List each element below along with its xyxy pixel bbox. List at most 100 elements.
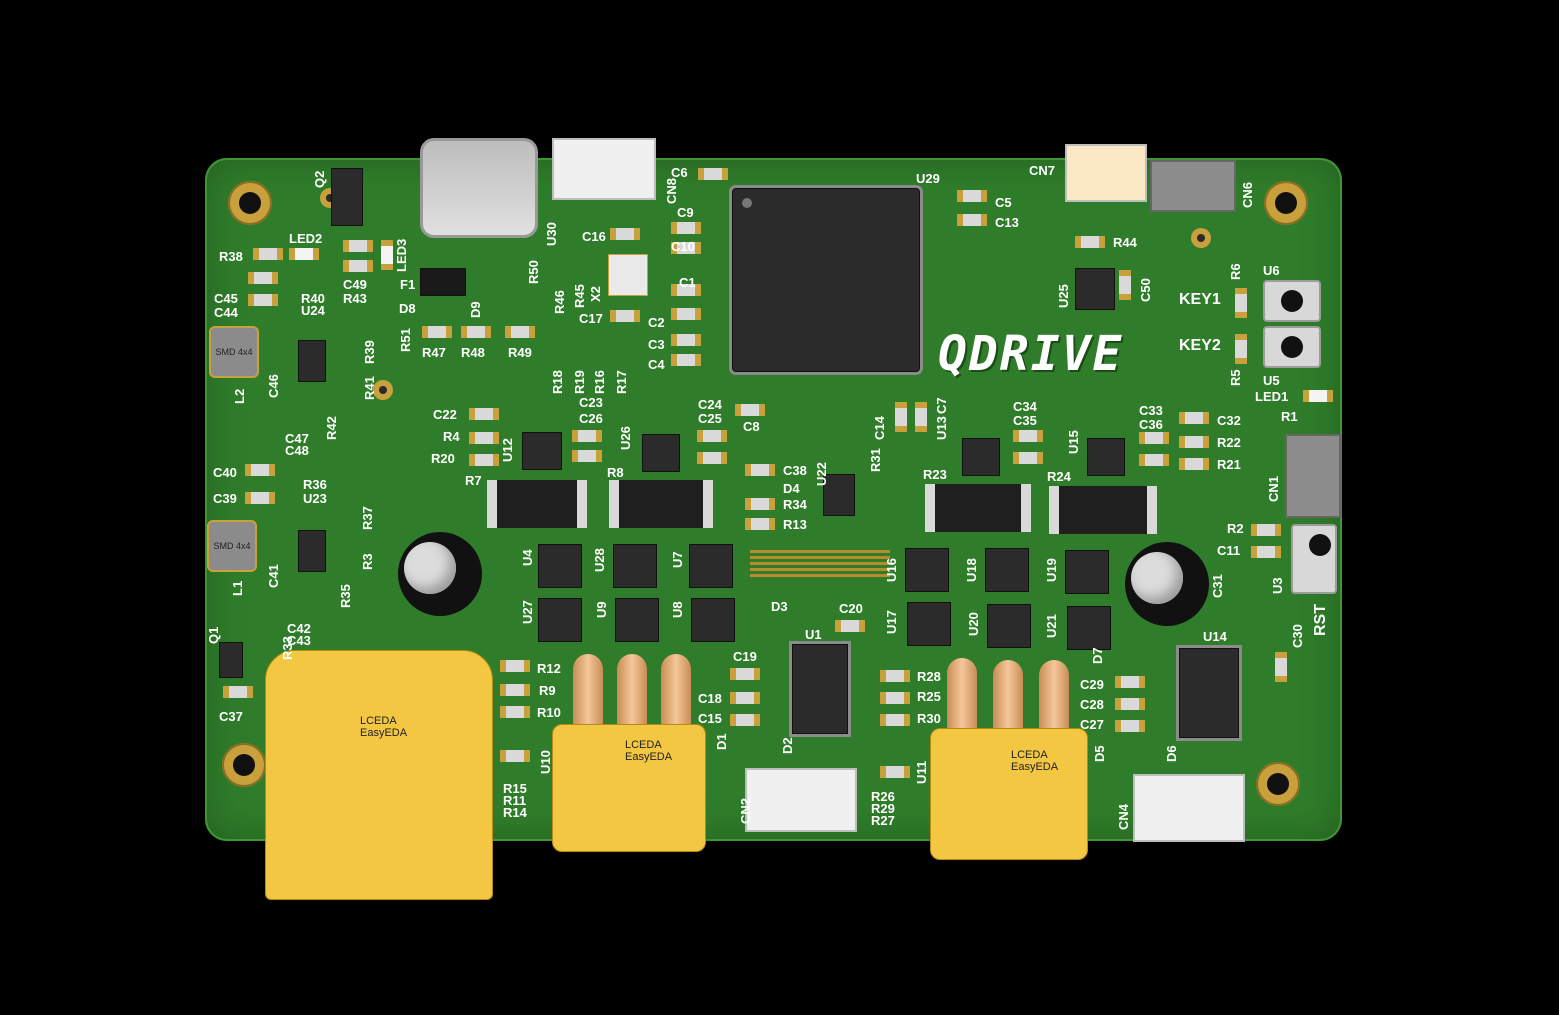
smd-c15 [730,714,760,726]
shunt-resistor-r7 [487,480,587,528]
electrolytic-cap-left [398,532,482,616]
silk-c20: C20 [839,601,863,616]
silk-r12: R12 [537,661,561,676]
silk-r6: R6 [1228,263,1243,280]
motor-pin-b3 [1039,660,1069,730]
silk-r3: R3 [360,553,375,570]
silk-c13: C13 [995,215,1019,230]
silk-c1: C1 [679,275,696,290]
mosfet-u4 [538,544,582,588]
silk-r48: R48 [461,345,485,360]
mounting-hole-bottom-right [1256,762,1300,806]
connector-cn8 [552,138,656,200]
smd-c23 [572,430,602,442]
smd-c13 [957,214,987,226]
silk-l1: L1 [230,580,245,596]
smd-c49 [343,240,373,252]
smd-r48 [461,326,491,338]
silk-c9: C9 [677,205,694,220]
smd-c5 [957,190,987,202]
silk-u28: U28 [592,548,607,572]
smd-c50 [1119,270,1131,300]
silk-r13: R13 [783,517,807,532]
smd-r4 [469,432,499,444]
key2-button[interactable] [1263,326,1321,368]
motor-pin-b1 [947,658,977,728]
logo-line-2: EasyEDA [625,751,673,764]
mounting-hole-top-left [228,181,272,225]
silk-c38: C38 [783,463,807,478]
crystal-x2 [608,254,648,296]
smd-c25 [697,452,727,464]
silk-c6: C6 [671,165,688,180]
reset-button[interactable] [1291,524,1337,594]
mosfet-u18 [985,548,1029,592]
transistor-q2 [331,168,363,226]
smd-c14 [895,402,907,432]
key1-button[interactable] [1263,280,1321,322]
silk-c24: C24 [698,397,722,412]
silk-u26: U26 [618,426,633,450]
silk-d3: D3 [771,599,788,614]
silk-u20: U20 [966,612,981,636]
smd-c26 [572,450,602,462]
silk-f1: F1 [400,277,416,292]
silk-c7: C7 [934,397,949,414]
smd-c36 [1139,454,1169,466]
mcu-pin1-dot [742,198,752,208]
smd-r9 [500,684,530,696]
silk-u19: U19 [1044,558,1059,582]
inductor-l2: SMD 4x4 [209,326,259,378]
silk-d8: D8 [399,301,416,316]
silk-c31: C31 [1210,574,1225,598]
transistor-q1 [219,642,243,678]
mcu-chip-u29 [732,188,920,372]
silk-r2: R2 [1227,521,1244,536]
silk-r33: R33 [280,636,295,660]
mosfet-u17 [907,602,951,646]
silk-c3: C3 [648,337,665,352]
ic-u13 [962,438,1000,476]
smd-c16 [610,228,640,240]
silk-u17: U17 [884,610,899,634]
silk-key1: KEY1 [1179,291,1221,308]
silk-c30: C30 [1290,624,1305,648]
silk-c45: C45 [214,291,238,306]
board-brand-label: QDRIVE [938,326,1124,382]
smd-c20 [835,620,865,632]
logo-line-1: LCEDA [1011,749,1048,761]
ic-u15 [1087,438,1125,476]
silk-u25: U25 [1056,284,1071,308]
silk-r15: R15 [503,781,527,796]
logo-line-1: LCEDA [625,739,662,751]
smd-r38 [253,248,283,260]
smd-r2 [1251,524,1281,536]
smd-r10 [500,706,530,718]
motor-pin-a1 [573,654,603,724]
silk-rst: RST [1312,604,1329,636]
smd-c35 [1013,452,1043,464]
silk-l2: L2 [232,388,247,404]
silk-led1: LED1 [1255,389,1289,404]
silk-d9: D9 [468,301,483,318]
mosfet-u20 [987,604,1031,648]
silk-cn1: CN1 [1266,475,1281,502]
silk-c42b: C42 [287,621,311,636]
silk-u11: U11 [914,760,929,784]
smd-c11 [1251,546,1281,558]
connector-cn4 [1133,774,1245,842]
silk-c43: C43 [287,633,311,648]
silk-r18: R18 [550,370,565,394]
ic-u26 [642,434,680,472]
silk-c49: C49 [343,277,367,292]
smd-r15 [500,750,530,762]
silk-c26: C26 [579,411,603,426]
smd-r43 [343,260,373,272]
silk-c2: C2 [648,315,665,330]
silk-c22: C22 [433,407,457,422]
silk-r17: R17 [614,370,629,394]
silk-u10: U10 [538,750,553,774]
ic-u12 [522,432,562,470]
silk-r41: R41 [362,376,377,400]
smd-c1 [671,284,701,296]
